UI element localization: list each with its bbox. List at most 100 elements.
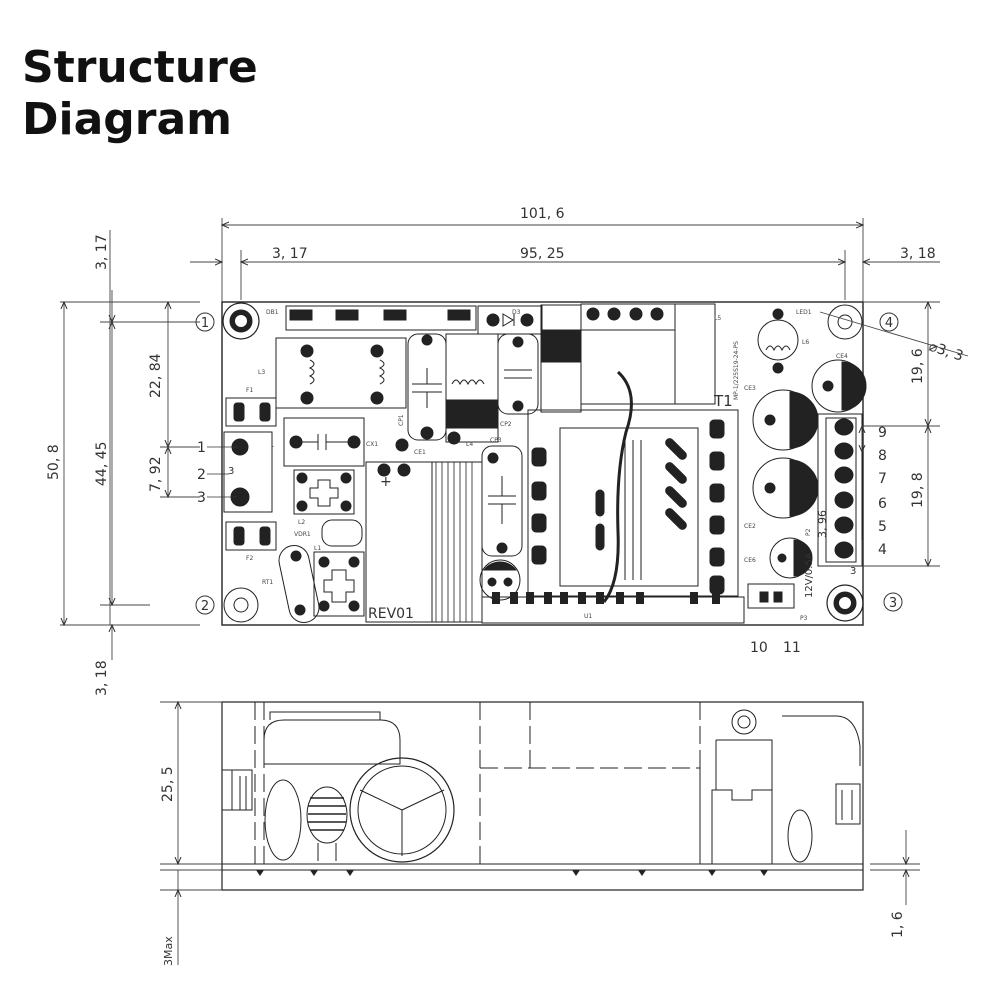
label-p2: P2	[805, 528, 812, 536]
pcb-top-view	[221, 301, 867, 626]
title-line-1: Structure	[22, 42, 258, 93]
dim-right-pins: 19, 8	[910, 472, 926, 508]
label-cx1: CX1	[366, 441, 378, 448]
label-rt1: RT1	[262, 579, 273, 586]
inductor-l4	[445, 333, 499, 445]
dim-hole-spacing-v: 44, 45	[94, 441, 110, 486]
ic-u1	[481, 592, 745, 624]
label-l2: L2	[298, 519, 305, 526]
side-view	[221, 701, 864, 891]
label-ce2: CE2	[744, 523, 756, 530]
label-ce3: CE3	[744, 385, 756, 392]
output-pin-5: 5	[878, 519, 887, 535]
side-toroid	[306, 786, 348, 861]
label-f2: F2	[246, 555, 253, 562]
diode-d3	[477, 305, 543, 335]
side-dimension-lines	[160, 702, 920, 965]
label-ce4: CE4	[836, 353, 848, 360]
label-three-out: 3	[850, 566, 856, 577]
capacitor-cp3	[481, 445, 523, 557]
capacitor-cp1	[407, 333, 447, 441]
side-bulk-capacitor	[349, 757, 455, 863]
capacitor-cp2	[497, 333, 582, 415]
inductor-l5	[580, 303, 716, 405]
dim-side-height: 25, 5	[160, 766, 176, 802]
label-l5: L5	[714, 315, 721, 322]
output-pin-8: 8	[878, 448, 887, 464]
output-pin-9: 9	[878, 425, 887, 441]
input-pin-2: 2	[197, 467, 206, 483]
connector-p3	[747, 583, 795, 609]
thermistor-rt1	[278, 545, 320, 623]
hole-marker-4: 4	[879, 312, 899, 332]
hole-marker-3: 3	[883, 592, 903, 612]
capacitor-cx1	[283, 417, 365, 467]
label-vdr1: VDR1	[294, 531, 311, 538]
label-cp1: CP1	[398, 414, 405, 426]
side-dimension-texts: 25, 5 3Max 1, 6	[160, 766, 906, 966]
label-u1: U1	[584, 613, 592, 620]
input-pin-labels: 1 2 3	[197, 440, 237, 506]
dim-upper-offset: 22, 84	[148, 353, 164, 398]
fuse-f1	[225, 397, 277, 427]
capacitor-ce1	[365, 438, 483, 623]
dim-overall-width: 101, 6	[520, 206, 565, 222]
dim-left-margin: 3, 17	[272, 246, 308, 262]
choke-l3	[275, 337, 407, 409]
hole-marker-2: 2	[195, 595, 215, 615]
mosfet-block	[540, 329, 582, 363]
label-three-in: 3	[228, 466, 234, 477]
label-out-spec: 12V/0.5A	[804, 552, 815, 598]
capacitor-small	[479, 559, 521, 601]
dim-side-clearance: 3Max	[162, 936, 175, 966]
side-connector	[711, 709, 773, 865]
bottom-pin-labels: 10 11	[750, 640, 801, 656]
hole-num-1: 1	[201, 316, 209, 331]
transformer-t1	[527, 370, 739, 603]
label-ce1: CE1	[414, 449, 426, 456]
capacitor-ce2	[752, 457, 819, 519]
pcb-silkscreen: DB1 L3 F1 F2 RT1 L2 L1 VDR1 CX1 CE1 L4 C…	[246, 309, 848, 622]
fuse-f2	[225, 521, 277, 551]
bottom-pin-11: 11	[783, 640, 801, 656]
output-pin-labels: 9 8 7 6 5 4	[878, 425, 887, 558]
input-pin-3: 3	[197, 490, 206, 506]
label-cp3: CP3	[490, 437, 502, 444]
led-l6	[757, 308, 799, 374]
bottom-pin-10: 10	[750, 640, 768, 656]
label-d3: D3	[512, 309, 521, 316]
title-line-2: Diagram	[22, 94, 233, 145]
label-led1: LED1	[796, 309, 812, 316]
bridge-rectifier-db1	[285, 305, 477, 331]
capacitor-ce4	[811, 359, 867, 413]
hole-num-3: 3	[889, 596, 897, 611]
mount-hole-4	[827, 304, 863, 340]
label-rev: REV01	[368, 606, 414, 622]
dim-pin-pitch: 3, 96	[816, 510, 829, 538]
dim-right-margin: 3, 18	[900, 246, 936, 262]
mount-hole-labels: 1 2 3 4	[195, 312, 903, 615]
dim-top-offset: 3, 17	[94, 234, 110, 270]
label-t1: T1	[713, 392, 733, 410]
dim-right-hole-dia: ⌀3, 3	[927, 339, 965, 365]
label-ce6: CE6	[744, 557, 756, 564]
dim-bottom-offset: 3, 18	[94, 660, 110, 696]
dim-pcb-thickness: 1, 6	[890, 911, 906, 938]
output-pin-4: 4	[878, 542, 887, 558]
mount-hole-2	[223, 587, 259, 623]
dim-hole-spacing: 95, 25	[520, 246, 565, 262]
mount-hole-3	[826, 584, 864, 622]
pcb-large-labels: T1 REV01 + 3 3 12V/0.5A	[228, 392, 856, 622]
label-db1: DB1	[266, 309, 279, 316]
pcb-outline	[221, 301, 864, 626]
mount-hole-1	[222, 302, 260, 340]
label-model: MP-1/225S19-24-PS	[733, 341, 740, 400]
label-p3: P3	[800, 615, 808, 622]
label-l3: L3	[258, 369, 265, 376]
hole-num-2: 2	[201, 599, 209, 614]
label-f1: F1	[246, 387, 253, 394]
capacitor-ce3	[752, 389, 819, 451]
inductor-l1	[313, 551, 365, 617]
varistor-vdr1	[293, 469, 355, 515]
page-title: Structure Diagram	[22, 42, 342, 146]
